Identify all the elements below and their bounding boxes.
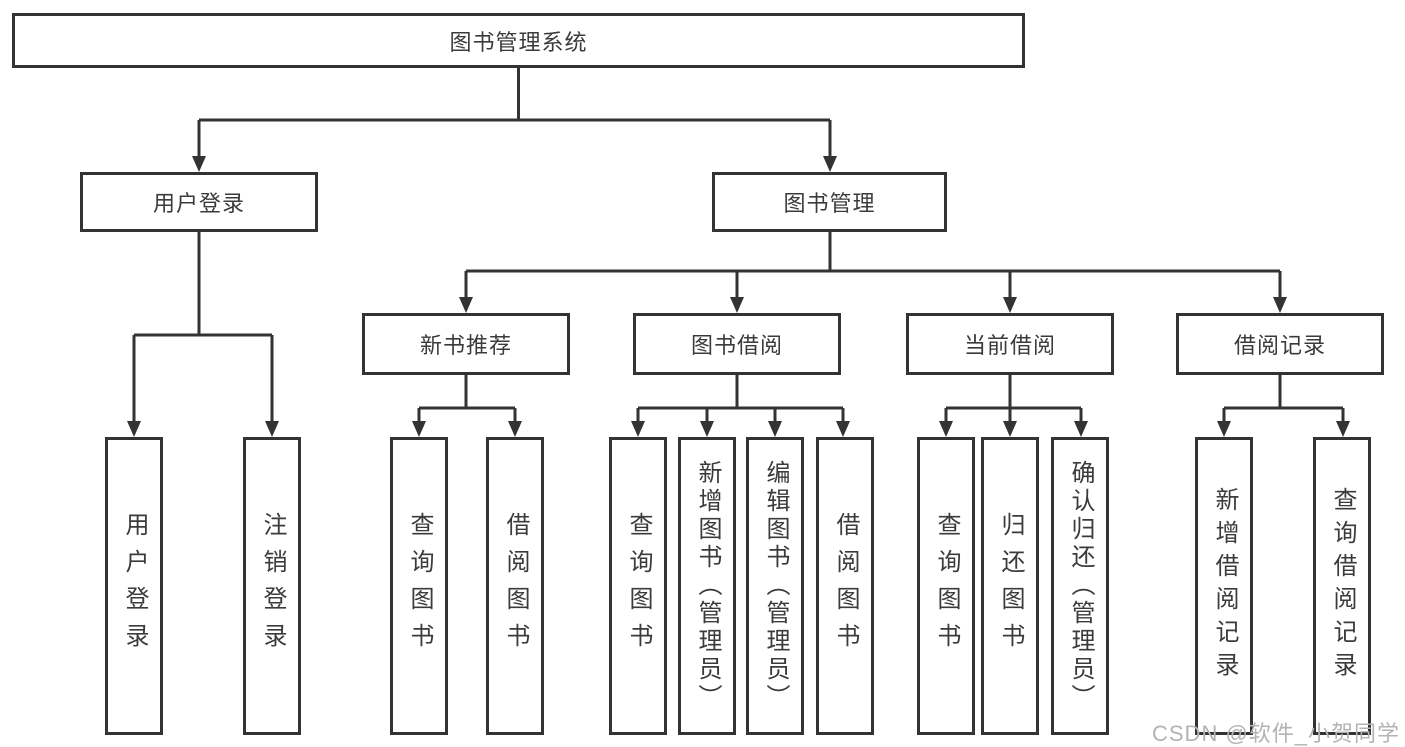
leaf-query-borrow-record-label: 查询借阅记录: [1329, 487, 1356, 685]
node-current-borrow-label: 当前借阅: [963, 333, 1056, 358]
leaf-borrow-books-recommend-label: 借阅图书: [502, 512, 529, 660]
leaf-return-books: 归还图书: [981, 437, 1039, 735]
leaf-query-borrow-record: 查询借阅记录: [1313, 437, 1371, 735]
node-root-label: 图书管理系统: [449, 29, 588, 55]
leaf-query-books-borrow-label: 查询图书: [625, 512, 652, 660]
node-user-login-label: 用户登录: [152, 191, 245, 216]
leaf-borrow-books-label: 借阅图书: [832, 512, 859, 660]
node-new-book-recommend-label: 新书推荐: [419, 333, 512, 358]
leaf-edit-books-admin-label: 编辑图书（管理员）: [762, 460, 789, 712]
leaf-borrow-books: 借阅图书: [816, 437, 874, 735]
leaf-query-books-recommend: 查询图书: [390, 437, 448, 735]
leaf-query-books-current-label: 查询图书: [933, 512, 960, 660]
node-borrow-records-label: 借阅记录: [1233, 333, 1326, 358]
leaf-add-books-admin: 新增图书（管理员）: [678, 437, 736, 735]
leaf-add-borrow-record: 新增借阅记录: [1195, 437, 1253, 735]
node-book-borrow: 图书借阅: [633, 313, 841, 375]
node-book-management: 图书管理: [712, 172, 947, 232]
leaf-query-books-borrow: 查询图书: [609, 437, 667, 735]
leaf-logout-label: 注销登录: [259, 512, 286, 660]
leaf-add-books-admin-label: 新增图书（管理员）: [694, 460, 721, 712]
node-user-login: 用户登录: [80, 172, 318, 232]
leaf-user-login: 用户登录: [105, 437, 163, 735]
node-book-borrow-label: 图书借阅: [690, 333, 783, 358]
leaf-user-login-label: 用户登录: [121, 512, 148, 660]
leaf-return-books-label: 归还图书: [997, 512, 1024, 660]
node-root: 图书管理系统: [12, 13, 1025, 68]
leaf-edit-books-admin: 编辑图书（管理员）: [746, 437, 804, 735]
node-current-borrow: 当前借阅: [906, 313, 1114, 375]
node-book-management-label: 图书管理: [783, 191, 876, 216]
leaf-confirm-return-admin: 确认归还（管理员）: [1051, 437, 1109, 735]
leaf-borrow-books-recommend: 借阅图书: [486, 437, 544, 735]
leaf-add-borrow-record-label: 新增借阅记录: [1211, 487, 1238, 685]
node-new-book-recommend: 新书推荐: [362, 313, 570, 375]
leaf-confirm-return-admin-label: 确认归还（管理员）: [1067, 460, 1094, 712]
node-borrow-records: 借阅记录: [1176, 313, 1384, 375]
leaf-query-books-current: 查询图书: [917, 437, 975, 735]
leaf-query-books-recommend-label: 查询图书: [406, 512, 433, 660]
watermark: CSDN @软件_小贺同学: [1152, 721, 1401, 746]
leaf-logout: 注销登录: [243, 437, 301, 735]
